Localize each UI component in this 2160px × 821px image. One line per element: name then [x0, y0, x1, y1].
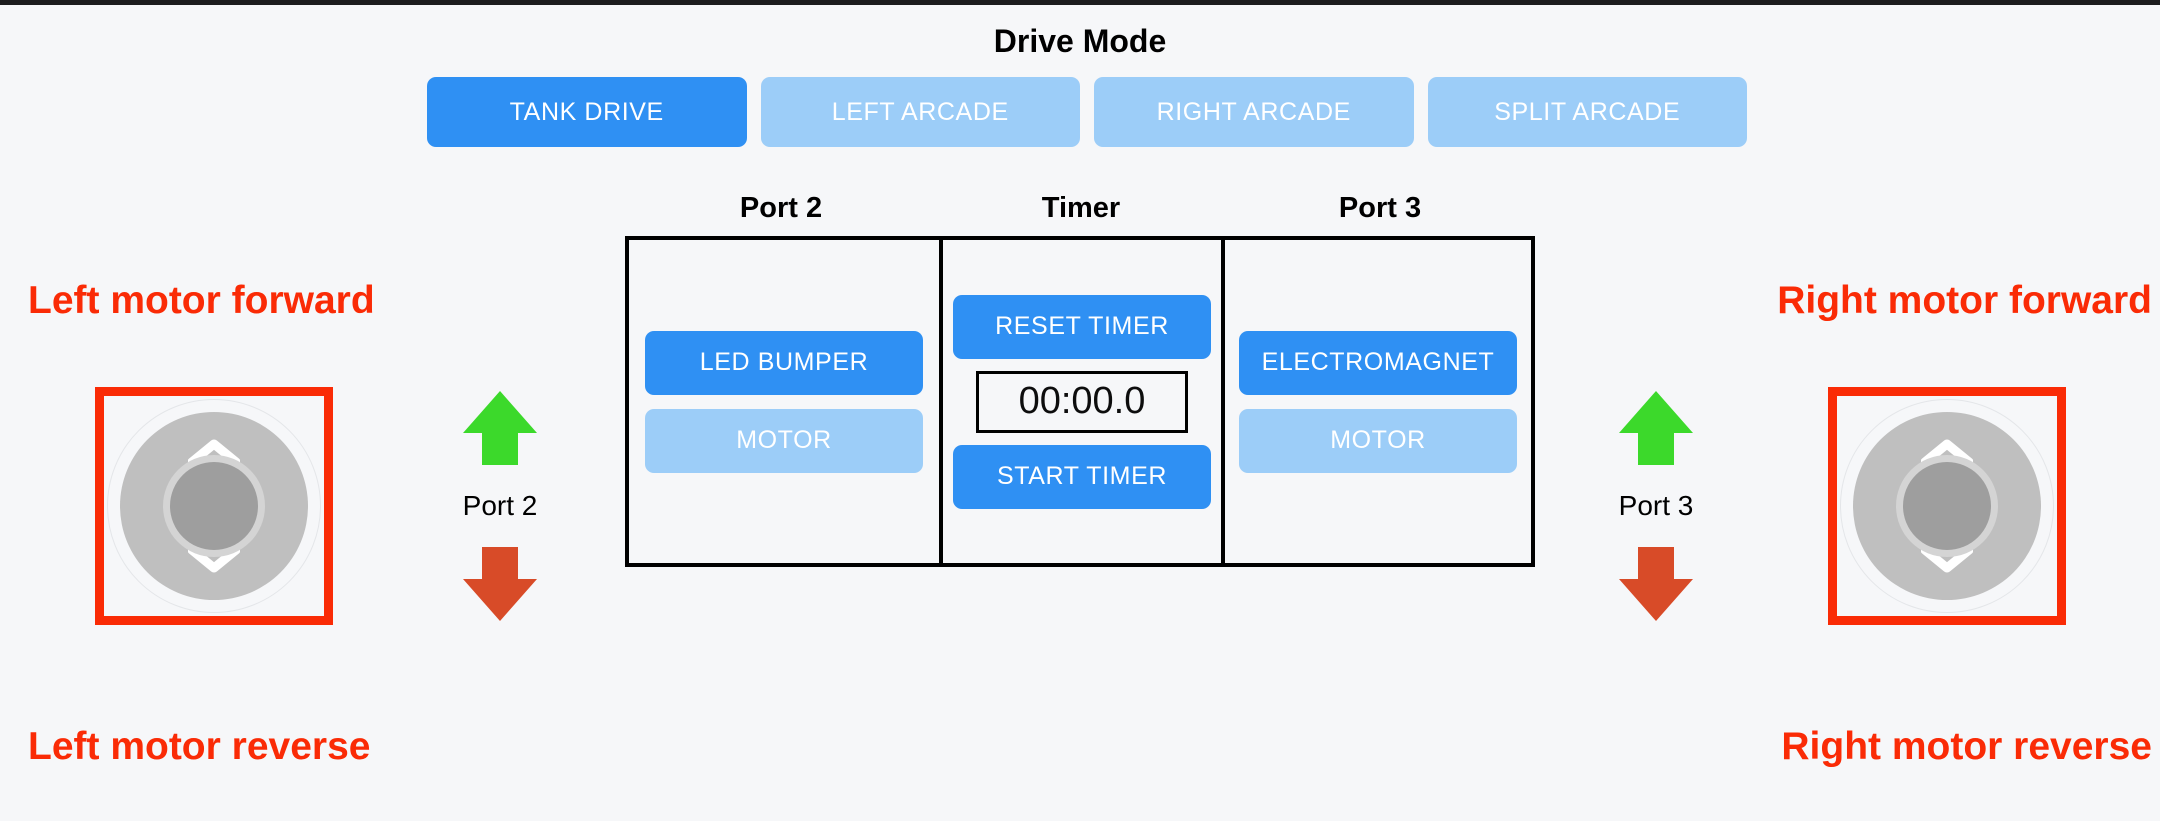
arrow-up-icon — [1617, 388, 1695, 468]
panel-label-port2: Port 2 — [739, 191, 823, 224]
port3-motor-button[interactable]: MOTOR — [1239, 408, 1517, 473]
right-port-text: Port 3 — [1618, 490, 1694, 521]
left-joystick-ring — [163, 455, 265, 557]
panel-column-labels: Port 2 Timer Port 3 — [625, 186, 1535, 230]
right-joystick-ring — [1896, 455, 1998, 557]
panel-column-timer: RESET TIMER 00:00.0 START TIMER — [939, 240, 1225, 563]
drive-mode-title: Drive Mode — [993, 23, 1167, 59]
right-joystick-base[interactable] — [1853, 412, 2041, 600]
port2-motor-button[interactable]: MOTOR — [645, 408, 923, 473]
right-direction-legend: Port 3 — [1596, 388, 1716, 624]
panel-label-port3: Port 3 — [1338, 191, 1422, 224]
right-joystick[interactable] — [1840, 399, 2054, 613]
port3-button-stack: ELECTROMAGNET MOTOR — [1225, 330, 1531, 473]
start-timer-button[interactable]: START TIMER — [953, 444, 1211, 509]
port2-led-bumper-button[interactable]: LED BUMPER — [645, 330, 923, 395]
chevron-down-icon — [1921, 546, 1973, 574]
left-joystick[interactable] — [107, 399, 321, 613]
arrow-up-icon — [461, 388, 539, 468]
left-joystick-highlight-box — [95, 387, 333, 625]
drive-mode-button-group: TANK DRIVE LEFT ARCADE RIGHT ARCADE SPLI… — [427, 77, 1747, 147]
drive-mode-left-arcade[interactable]: LEFT ARCADE — [760, 77, 1080, 147]
timer-display: 00:00.0 — [976, 370, 1188, 433]
port2-button-stack: LED BUMPER MOTOR — [629, 330, 939, 473]
left-motor-reverse-label: Left motor reverse — [28, 725, 371, 768]
port3-electromagnet-button[interactable]: ELECTROMAGNET — [1239, 330, 1517, 395]
drive-mode-tank-drive[interactable]: TANK DRIVE — [427, 77, 747, 147]
right-joystick-highlight-box — [1828, 387, 2066, 625]
right-motor-reverse-label: Right motor reverse — [1781, 725, 2152, 768]
right-motor-cluster: Right motor forward Port 3 Right m — [1560, 279, 2160, 821]
right-motor-forward-label: Right motor forward — [1777, 279, 2152, 322]
right-joystick-knob[interactable] — [1903, 462, 1991, 550]
chevron-down-icon — [188, 546, 240, 574]
control-panel: LED BUMPER MOTOR RESET TIMER 00:00.0 STA… — [625, 236, 1535, 567]
left-joystick-base[interactable] — [120, 412, 308, 600]
arrow-down-icon — [1617, 544, 1695, 624]
left-port-text: Port 2 — [462, 490, 538, 521]
left-joystick-knob[interactable] — [170, 462, 258, 550]
left-motor-cluster: Left motor forward Port 2 Left mot — [0, 279, 600, 821]
window-top-strip — [0, 0, 2160, 5]
timer-stack: RESET TIMER 00:00.0 START TIMER — [943, 294, 1221, 509]
drive-mode-right-arcade[interactable]: RIGHT ARCADE — [1094, 77, 1414, 147]
panel-label-timer: Timer — [1041, 191, 1121, 224]
left-motor-forward-label: Left motor forward — [28, 279, 375, 322]
reset-timer-button[interactable]: RESET TIMER — [953, 294, 1211, 359]
left-direction-legend: Port 2 — [440, 388, 560, 624]
arrow-down-icon — [461, 544, 539, 624]
panel-column-port3: ELECTROMAGNET MOTOR — [1225, 240, 1531, 563]
panel-column-port2: LED BUMPER MOTOR — [629, 240, 939, 563]
drive-mode-split-arcade[interactable]: SPLIT ARCADE — [1427, 77, 1747, 147]
